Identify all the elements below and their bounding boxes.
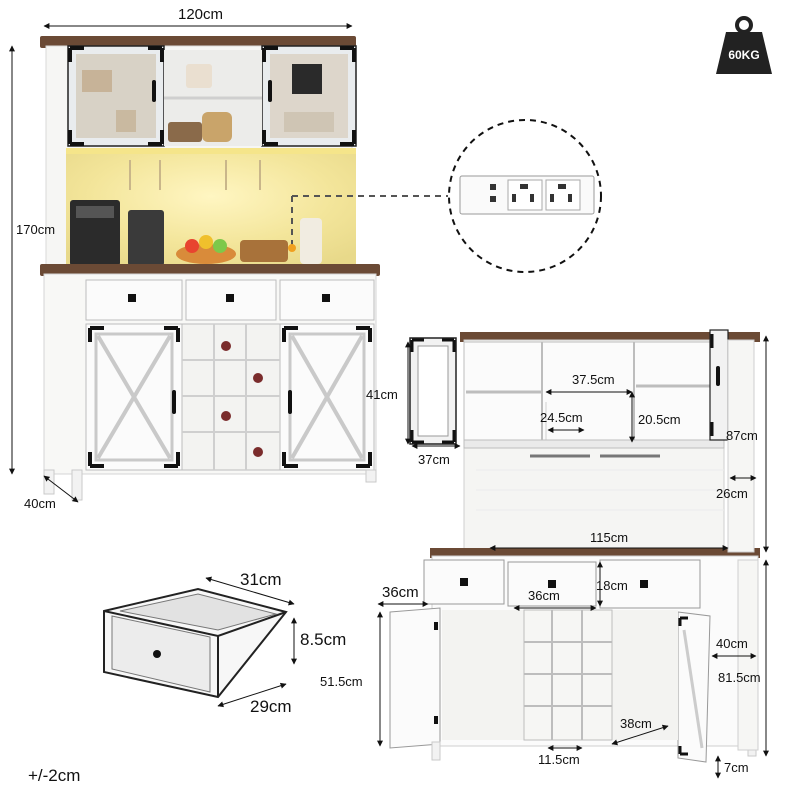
- counter-width-label: 115cm: [590, 530, 629, 545]
- small-gap-label: 24.5cm: [540, 410, 583, 425]
- cubby-width-label: 11.5cm: [538, 752, 580, 767]
- front-depth-label: 40cm: [24, 496, 56, 511]
- weight-badge: 60KG: [716, 14, 772, 74]
- upper-door-width-label: 37cm: [418, 452, 450, 467]
- drawer-height-label-side: 18cm: [596, 578, 628, 593]
- lower-door-height-label: 51.5cm: [320, 674, 363, 689]
- upper-door-height-label: 41cm: [366, 387, 398, 402]
- weight-icon: [716, 16, 772, 74]
- front-cabinet: [40, 36, 380, 501]
- hutch-height-label: 87cm: [726, 428, 758, 443]
- side-drawer-width-label: 36cm: [382, 584, 419, 601]
- base-height-label: 81.5cm: [718, 670, 761, 685]
- drawer-diagram: [103, 587, 288, 699]
- center-drawer-width-label: 36cm: [528, 588, 560, 603]
- open-cabinet: [389, 329, 760, 763]
- weight-label: 60KG: [728, 48, 760, 62]
- front-height-label: 170cm: [16, 222, 56, 237]
- tolerance-note: +/-2cm: [28, 766, 81, 785]
- base-depth-label: 40cm: [716, 636, 748, 651]
- drawer-height-label: 8.5cm: [300, 630, 347, 649]
- front-width-label: 120cm: [178, 6, 224, 23]
- front-wine-cubbies: [181, 323, 281, 471]
- front-right-barn-door: [279, 323, 375, 471]
- hutch-depth-label: 26cm: [716, 486, 748, 501]
- front-left-barn-door: [85, 323, 183, 471]
- leg-height-label: 7cm: [724, 760, 749, 775]
- power-outlet-icon: [459, 175, 595, 215]
- drawer-width-label: 31cm: [240, 570, 282, 589]
- cabinet-interior-label: 38cm: [620, 716, 652, 731]
- middle-shelf-width-label: 37.5cm: [572, 372, 615, 387]
- drawer-depth-label: 29cm: [250, 697, 292, 716]
- middle-shelf-height-label: 20.5cm: [638, 412, 681, 427]
